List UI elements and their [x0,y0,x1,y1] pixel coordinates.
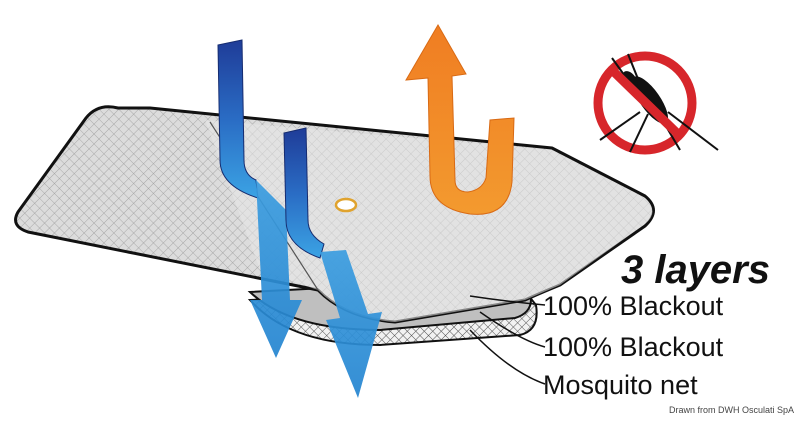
layers-title: 3 layers [620,248,770,292]
credit-text: Drawn from DWH Osculati SpA [668,405,794,415]
layer-label-blackout-1: 100% Blackout [543,291,724,321]
no-mosquito-icon [593,51,719,155]
layer-label-blackout-2: 100% Blackout [543,332,724,362]
layer-label-mosquito-net: Mosquito net [543,370,698,400]
leader-lines [469,295,546,385]
cold-air-arrow-icon [217,39,302,358]
grommet-icon [334,197,358,213]
hot-air-arrow-icon [405,23,515,215]
cold-air-arrow-icon [283,127,382,398]
